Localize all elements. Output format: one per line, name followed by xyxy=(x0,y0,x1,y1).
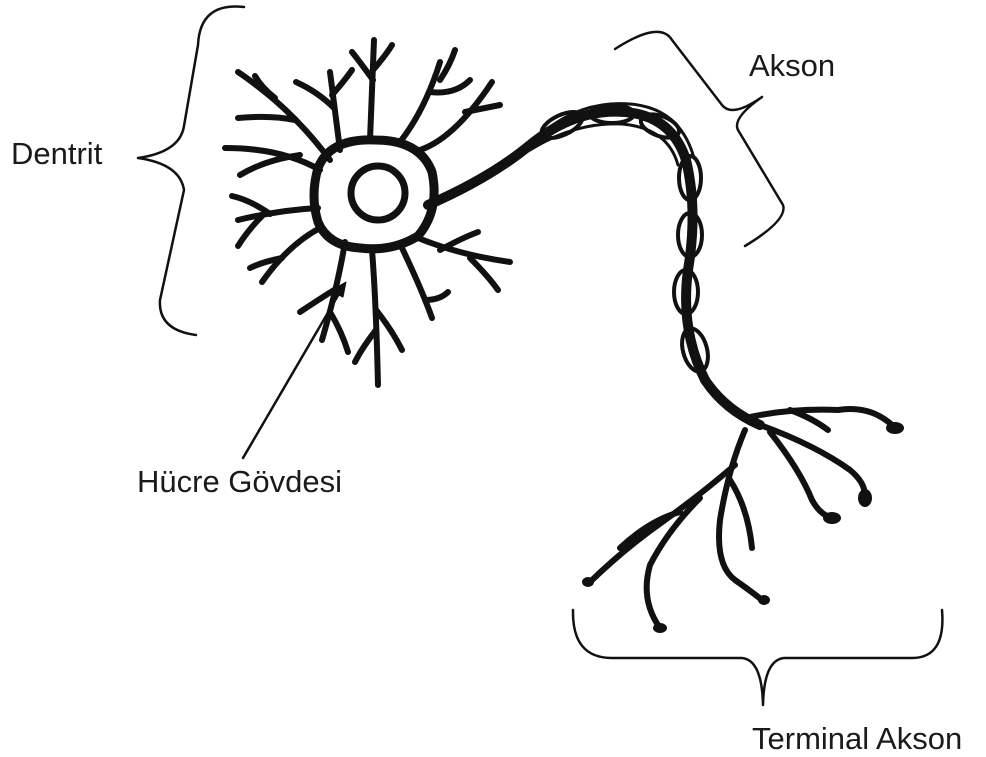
akson-label: Akson xyxy=(749,50,835,81)
terminal-akson-label: Terminal Akson xyxy=(752,723,962,754)
terminal-boutons xyxy=(582,422,904,633)
hucre-govdesi-label: Hücre Gövdesi xyxy=(137,466,342,497)
axon-terminals xyxy=(590,409,892,628)
nucleus xyxy=(351,166,405,220)
cell-body xyxy=(314,140,434,249)
dendrites xyxy=(225,40,510,385)
soma-outline xyxy=(314,140,434,249)
dentrit-label: Dentrit xyxy=(11,138,102,169)
dentrit-bracket xyxy=(138,6,244,335)
terminal-akson-bracket xyxy=(573,610,942,705)
